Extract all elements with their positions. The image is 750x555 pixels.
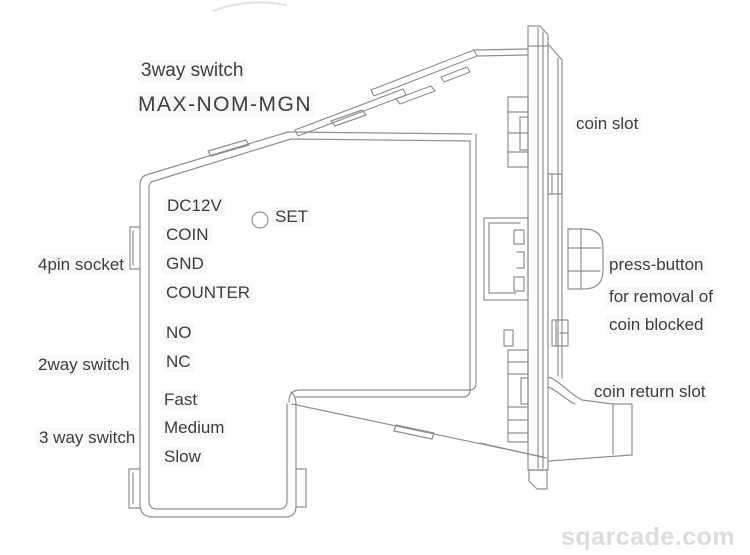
contact-nc: NC bbox=[163, 352, 194, 373]
vent-slot-1 bbox=[330, 109, 367, 127]
faceplate-foot bbox=[528, 469, 548, 490]
upper-right-block bbox=[547, 173, 563, 195]
bottom-right-tab bbox=[295, 468, 307, 508]
coin-return-chute bbox=[547, 376, 633, 462]
label-coin-blocked: coin blocked bbox=[606, 315, 707, 336]
back-panel bbox=[547, 43, 563, 379]
title-3way-switch: 3way switch bbox=[138, 60, 247, 83]
set-indicator-circle bbox=[251, 211, 269, 229]
watermark-text: sqarcade.com bbox=[561, 523, 736, 551]
speed-fast: Fast bbox=[161, 390, 201, 411]
angled-top-cover bbox=[139, 48, 529, 187]
cover-tab bbox=[207, 139, 250, 157]
vent-slot-2 bbox=[395, 85, 436, 105]
press-button-shape bbox=[567, 228, 604, 290]
terminal-counter: COUNTER bbox=[163, 283, 254, 304]
label-3way-switch-bottom: 3 way switch bbox=[36, 428, 139, 449]
vent-slot-3 bbox=[440, 66, 471, 83]
label-for-removal-of: for removal of bbox=[606, 287, 716, 308]
label-set: SET bbox=[272, 207, 312, 228]
main-body-outline bbox=[128, 181, 307, 518]
coin-slot-block bbox=[507, 96, 529, 168]
label-coin-slot: coin slot bbox=[573, 114, 642, 135]
label-press-button: press-button bbox=[606, 255, 707, 276]
label-2way-switch: 2way switch bbox=[35, 355, 133, 376]
title-max-nom-mgn: MAX-NOM-MGN bbox=[135, 92, 315, 118]
speed-medium: Medium bbox=[161, 418, 228, 439]
chassis-frame bbox=[288, 133, 547, 459]
label-coin-return-slot: coin return slot bbox=[591, 382, 709, 403]
faceplate bbox=[527, 25, 549, 490]
base-slot bbox=[393, 424, 435, 440]
latch-mechanism bbox=[483, 217, 529, 347]
terminal-gnd: GND bbox=[163, 254, 207, 275]
top-smudge-artifact bbox=[211, 1, 288, 13]
speed-slow: Slow bbox=[161, 447, 204, 468]
label-4pin-socket: 4pin socket bbox=[35, 255, 127, 276]
release-block bbox=[551, 319, 569, 347]
terminal-dc12v: DC12V bbox=[164, 196, 225, 217]
lower-guide-block bbox=[507, 349, 529, 443]
bottom-left-tab bbox=[128, 468, 141, 509]
contact-no: NO bbox=[163, 323, 195, 344]
four-pin-socket-tab bbox=[129, 226, 141, 270]
terminal-coin: COIN bbox=[163, 225, 212, 246]
